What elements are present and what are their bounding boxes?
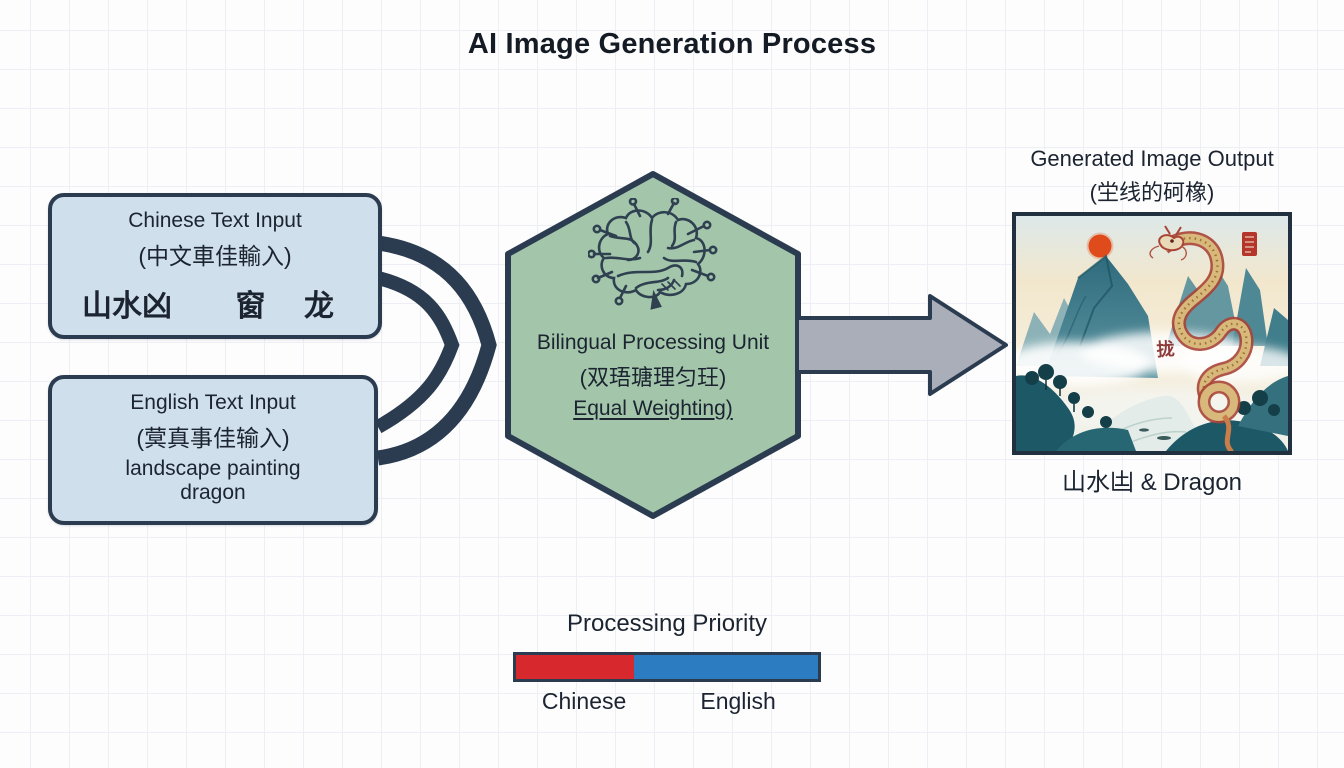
chinese-input-title: Chinese Text Input [128, 209, 302, 232]
page-title: AI Image Generation Process [467, 28, 877, 60]
calligraphy-left: 山水凶 [82, 289, 172, 324]
painting-glyph: 拢 [1156, 338, 1175, 361]
calligraphy-right: 窗 龙 [235, 289, 348, 324]
red-seal [1242, 232, 1257, 256]
priority-bar-chinese-segment [516, 655, 634, 679]
processing-node-text: Bilingual Processing Unit (双珸瑭理匀玨) Equal… [508, 331, 798, 421]
processor-subtitle: (双珸瑭理匀玨) [579, 365, 727, 390]
converging-arrow-outer [376, 235, 497, 466]
output-label-line2: (坣线的砢橡) [1089, 180, 1215, 205]
english-input-title: English Text Input [130, 391, 296, 414]
processor-note: Equal Weighting) [573, 397, 733, 420]
english-input-subtitle: (蓂真事佳输入) [136, 425, 290, 451]
output-arrow [795, 294, 1008, 396]
english-input-line2: dragon [180, 481, 246, 504]
legend-title: Processing Priority [566, 610, 768, 637]
english-input-box: English Text Input (蓂真事佳输入) landscape pa… [48, 375, 378, 525]
circuit-brain-icon [588, 198, 718, 310]
processor-title: Bilingual Processing Unit [536, 331, 770, 354]
legend-labels: Chinese English [513, 688, 821, 715]
dragon [1149, 225, 1254, 451]
output-label: Generated Image Output (坣线的砢橡) [986, 146, 1318, 207]
output-caption: 山水凷 & Dragon [1061, 469, 1243, 496]
generated-painting: 拢 [1016, 216, 1288, 451]
sun [1088, 234, 1112, 258]
legend-label-english: English [700, 688, 776, 714]
priority-bar-english-segment [633, 655, 818, 679]
chinese-input-subtitle: (中文車佳輸入) [138, 243, 292, 269]
priority-bar [513, 652, 821, 682]
english-input-line1: landscape painting [125, 457, 301, 480]
generated-image: 拢 [1012, 212, 1292, 455]
converging-arrow-inner [374, 271, 460, 434]
chinese-input-box: Chinese Text Input (中文車佳輸入) 山水凶 窗 龙 [48, 193, 382, 339]
chinese-input-calligraphy: 山水凶 窗 龙 [52, 281, 378, 325]
output-label-line1: Generated Image Output [1030, 146, 1274, 171]
legend-label-chinese: Chinese [541, 688, 627, 714]
